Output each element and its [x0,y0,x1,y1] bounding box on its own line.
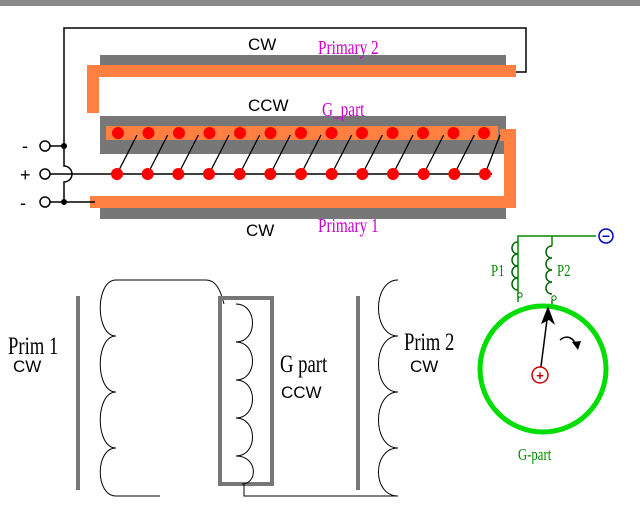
terminal-plus-label: + [20,165,31,185]
gpart-ring [477,303,609,435]
pointer-arrowhead [541,306,555,325]
gpart-name-label: G_part [322,98,364,121]
p2-tap [551,295,557,301]
terminal-minus-bottom-label: - [20,193,26,213]
bottom-dot-row [111,168,491,180]
p1-coil [511,241,519,291]
outer-wire-loop [63,27,527,146]
dot-link-line [331,134,353,175]
gpart-bottom-direction-label: CCW [281,383,322,402]
prim1-core [76,296,80,490]
prim2-core [356,296,360,490]
gpart-bottom-name-label: G part [280,349,328,377]
primary1-core [100,208,506,219]
primary2-name-label: Primary 2 [318,36,379,59]
primary1-name-label: Primary 1 [318,214,379,237]
bottom-dot [141,168,154,180]
dot-link-line [116,134,138,175]
pointer-arm [539,311,549,375]
ring-name-label: G-part [518,445,552,464]
dot-link-line [484,134,501,175]
bottom-dot [172,168,185,180]
bottom-dot [203,168,215,180]
ring-minus-symbol: − [602,228,610,244]
ring-plus-symbol: + [536,368,544,383]
bottom-dot [295,168,307,180]
p2-label: P2 [557,261,570,280]
bottom-dot [387,168,399,180]
terminal-minus-bottom [39,196,51,208]
prim1-coil [99,279,117,497]
junction-dot-top [61,143,67,149]
top-dot-row [112,127,490,139]
orange-winding-upper [87,65,516,113]
rotation-arrowhead [572,341,581,350]
dot-link-line [300,134,322,175]
top-dot [203,127,216,139]
wire-hop [63,146,73,202]
p2-coil [545,245,553,295]
top-dot [386,127,399,139]
dot-link-line [147,134,169,175]
dot-link-line [361,134,383,175]
dot-link-line [177,134,199,175]
top-dot [478,127,490,139]
top-dot [356,127,368,139]
prim1-to-gpart-top-wire [116,279,225,305]
terminal-plus [39,168,51,180]
bottom-dot [448,168,461,180]
dot-link-line [208,134,230,175]
bottom-dot [233,168,246,180]
dot-link-line [392,134,414,175]
rotation-arrow [559,336,577,347]
gpart-core-box [218,296,274,486]
prim2-direction-label: CW [410,357,438,376]
top-dot [173,127,185,139]
junction-dot-bottom [61,199,67,205]
top-dot [447,127,460,139]
p1-tap [517,292,523,298]
top-frame-bar [0,0,640,6]
dot-link-line [239,134,261,175]
gpart-coil [235,303,254,485]
bottom-dot [479,168,491,180]
primary2-direction-label: CW [248,35,276,54]
ring-minus-terminal [598,228,614,244]
prim2-coil [378,279,399,497]
bottom-dot [417,168,430,180]
top-dot [142,127,155,139]
gpart-direction-label: CCW [248,96,289,115]
primary1-direction-label: CW [246,221,274,240]
dot-link-line [269,134,291,175]
bottom-dot [325,168,338,180]
top-dot [234,127,246,139]
terminal-minus-top-label: - [22,136,28,156]
top-dot [325,127,338,139]
terminal-minus-top [39,140,51,152]
p1-label: P1 [491,261,504,280]
top-dot [264,127,277,139]
bottom-dot [264,168,277,180]
orange-winding-lower [90,129,516,208]
dot-link-line [423,134,445,175]
prim1-direction-label: CW [13,357,41,376]
bottom-dot [111,168,123,180]
dot-link-line [453,134,475,175]
primary2-core [100,55,506,66]
ring-plus-terminal [531,366,549,384]
top-dot [295,127,307,139]
top-dot [112,127,124,139]
prim2-name-label: Prim 2 [404,327,454,355]
prim1-name-label: Prim 1 [8,331,58,359]
gpart-to-prim2-bottom-wire [243,484,398,497]
p1-lead-wire [517,235,596,302]
top-dot [417,127,429,139]
bottom-dot [356,168,369,180]
dot-links [116,134,501,175]
